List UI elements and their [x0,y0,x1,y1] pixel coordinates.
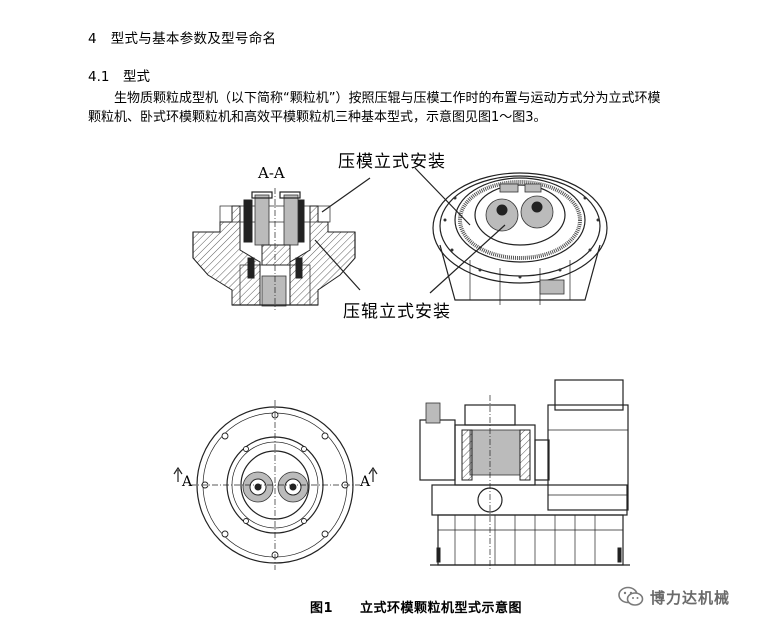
paragraph-line-1: 生物质颗粒成型机（以下简称“颗粒机”）按照压辊与压模工作时的布置与运动方式分为立… [114,91,661,106]
ring-die-isometric-drawing [432,172,608,305]
die-callout-leader-left [321,177,371,213]
callout-die-vertical: 压模立式安装 [338,152,446,172]
wechat-icon [618,586,644,606]
section-heading: 4 型式与基本参数及型号命名 [88,31,277,47]
section-label: A-A [257,164,285,182]
section-view-drawing [192,188,356,310]
subsection-heading: 4.1 型式 [88,69,150,85]
watermark: 博力达机械 [618,586,730,608]
watermark-text: 博力达机械 [650,588,731,607]
paragraph-line-2: 颗粒机、卧式环模颗粒机和高效平模颗粒机三种基本型式，示意图见图1～图3。 [88,110,547,125]
elevation-view-drawing [419,379,630,570]
cut-marker-left: A [181,474,193,490]
roller-callout-leader-left [314,239,361,291]
plan-view-drawing [173,400,378,570]
die-callout-leader-right [414,167,471,226]
cut-marker-right: A [359,474,371,490]
callout-roller-vertical: 压辊立式安装 [343,302,451,322]
figure-caption: 图1 立式环模颗粒机型式示意图 [310,601,523,616]
roller-callout-leader-right [429,224,506,294]
body-paragraph: 生物质颗粒成型机（以下简称“颗粒机”）按照压辊与压模工作时的布置与运动方式分为立… [88,89,728,127]
